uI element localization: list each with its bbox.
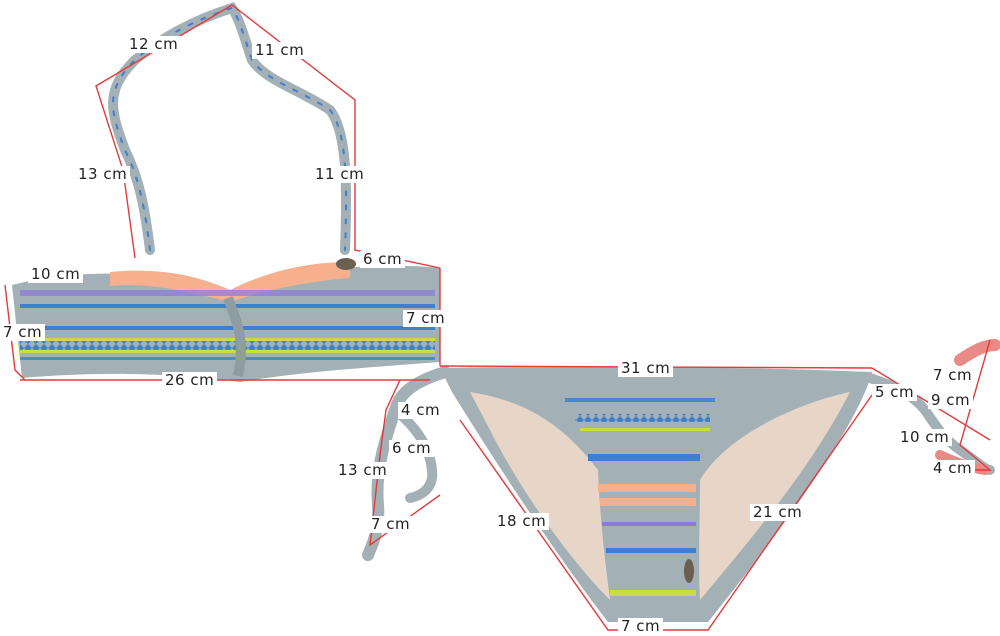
measure-label: 12 cm xyxy=(126,36,182,53)
measure-label: 31 cm xyxy=(618,360,674,377)
measure-label: 11 cm xyxy=(252,42,308,59)
measure-label: 7 cm xyxy=(0,324,46,341)
measure-label: 7 cm xyxy=(403,310,449,327)
measure-label: 6 cm xyxy=(389,440,435,457)
top-bandeau xyxy=(12,258,440,382)
measure-label: 10 cm xyxy=(28,266,84,283)
measure-label: 21 cm xyxy=(750,504,806,521)
measure-label: 7 cm xyxy=(930,367,976,384)
measure-label: 6 cm xyxy=(360,251,406,268)
measure-label: 13 cm xyxy=(335,462,391,479)
bottom-brief xyxy=(440,366,872,622)
measure-label: 10 cm xyxy=(897,429,953,446)
measure-label: 9 cm xyxy=(928,392,974,409)
measure-label: 18 cm xyxy=(494,513,550,530)
measure-label: 4 cm xyxy=(930,460,976,477)
measure-label: 13 cm xyxy=(75,166,131,183)
measure-label: 4 cm xyxy=(398,402,444,419)
measure-label: 26 cm xyxy=(162,372,218,389)
measure-label: 7 cm xyxy=(368,516,414,533)
measure-label: 11 cm xyxy=(312,166,368,183)
top-halter-straps xyxy=(108,2,352,255)
measure-label: 5 cm xyxy=(872,384,918,401)
measure-label: 7 cm xyxy=(618,618,664,635)
